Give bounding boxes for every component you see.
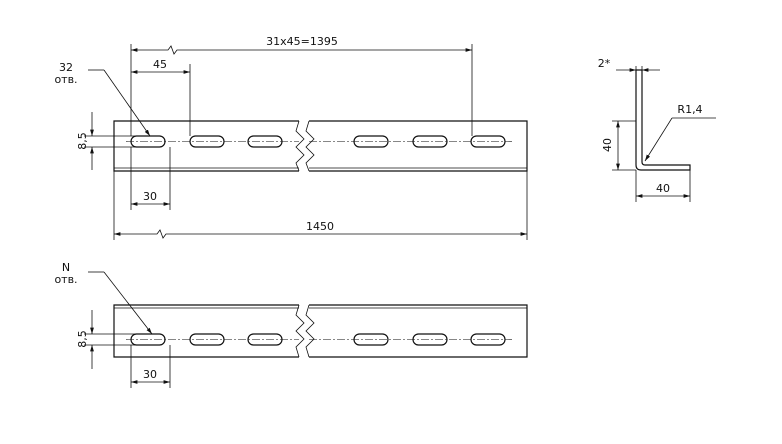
slot: [189, 135, 225, 148]
pitch-total-dimension: 31x45=1395: [130, 35, 473, 136]
hole-unit: отв.: [54, 273, 77, 286]
bottom-slot-height-label: 8,5: [76, 330, 89, 348]
top-slot-length-dimension: 30: [130, 147, 171, 210]
slot: [247, 135, 283, 148]
top-slots: [126, 135, 512, 148]
bottom-slots: [126, 333, 512, 346]
top-hole-callout: 32 отв.: [54, 61, 151, 137]
bottom-hole-callout: N отв.: [54, 261, 153, 335]
bottom-slot-length-label: 30: [143, 368, 157, 381]
slot: [247, 333, 283, 346]
section-view: 2* R1,4 40 40: [598, 57, 716, 202]
slot: [353, 333, 389, 346]
flange-width-dimension: 40: [635, 170, 691, 202]
slot: [470, 333, 506, 346]
slot: [189, 333, 225, 346]
slot: [412, 333, 448, 346]
hole-count: N: [62, 261, 70, 274]
overall-length-label: 1450: [306, 220, 334, 233]
top-profile-outline: [113, 120, 528, 172]
slot: [130, 135, 166, 148]
angle-profile: [635, 69, 691, 171]
bottom-view: N отв. 8,5 30: [54, 261, 528, 388]
flange-width-label: 40: [656, 182, 670, 195]
overall-length-dimension: 1450: [113, 171, 528, 240]
hole-count: 32: [59, 61, 73, 74]
bend-radius-label: R1,4: [677, 103, 702, 116]
bottom-slot-length-dimension: 30: [130, 345, 171, 388]
top-slot-height-label: 8,5: [76, 132, 89, 150]
top-slot-length-label: 30: [143, 190, 157, 203]
slot: [130, 333, 166, 346]
flange-height-dimension: 40: [601, 120, 636, 171]
thickness-label: 2*: [598, 57, 611, 70]
bend-radius-callout: R1,4: [644, 103, 716, 162]
pitch-label: 45: [153, 58, 167, 71]
slot: [470, 135, 506, 148]
top-slot-height-dimension: 8,5: [76, 112, 146, 170]
thickness-dimension: 2*: [598, 57, 660, 74]
hole-unit: отв.: [54, 73, 77, 86]
bottom-profile-outline: [113, 304, 528, 358]
top-view: 31x45=1395 45 32 отв. 8,5 30: [54, 35, 528, 240]
slot: [412, 135, 448, 148]
pitch-dimension: 45: [131, 58, 191, 136]
slot: [353, 135, 389, 148]
bottom-slot-height-dimension: 8,5: [76, 310, 146, 369]
pitch-total-label: 31x45=1395: [266, 35, 338, 48]
flange-height-label: 40: [601, 138, 614, 152]
